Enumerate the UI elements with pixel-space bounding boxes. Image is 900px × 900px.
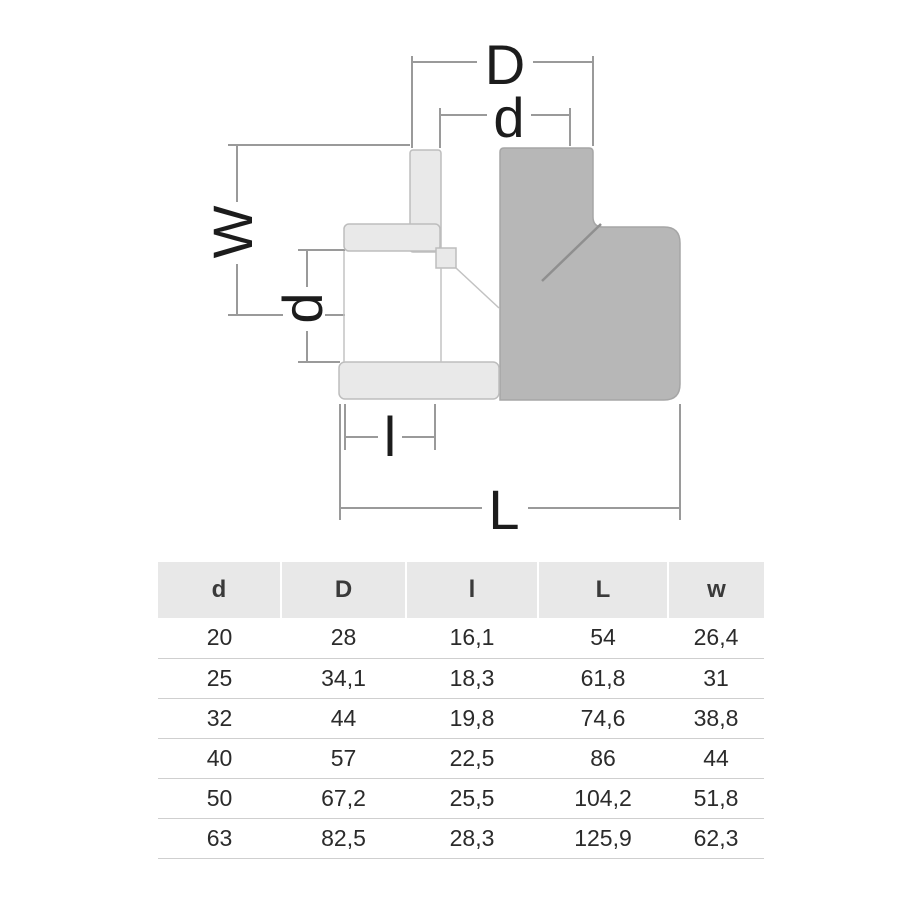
left-socket-bottom-wall — [338, 361, 500, 400]
cell-D: 34,1 — [281, 658, 406, 699]
cell-l: 28,3 — [406, 818, 538, 859]
col-header-d: d — [158, 562, 281, 618]
cell-l: 16,1 — [406, 618, 538, 659]
fitting-diagram: D d W d l L — [201, 33, 681, 541]
col-header-D: D — [280, 562, 406, 618]
cell-L: 61,8 — [538, 658, 668, 699]
cell-D: 57 — [281, 738, 406, 779]
dim-label-inner-diameter-top: d — [493, 86, 524, 149]
table-row: 25 34,1 18,3 61,8 31 — [158, 658, 764, 699]
cell-l: 19,8 — [406, 698, 538, 739]
col-header-l: l — [405, 562, 538, 618]
table-row: 40 57 22,5 86 44 — [158, 738, 764, 779]
table-header-row: d D l L w — [158, 562, 764, 618]
fitting-body — [499, 147, 681, 401]
table-header: d D l L w — [158, 562, 764, 618]
cell-w: 31 — [668, 658, 764, 699]
table-row: 63 82,5 28,3 125,9 62,3 — [158, 818, 764, 859]
label-bg-D — [477, 34, 533, 88]
dim-label-outer-diameter: D — [485, 33, 525, 96]
dim-label-width: W — [201, 205, 264, 258]
col-header-L: L — [537, 562, 668, 618]
dim-label-overall-length: L — [488, 478, 519, 541]
label-bg-d-top — [487, 92, 531, 140]
dim-label-inner-diameter-left: d — [271, 292, 334, 323]
cell-L: 125,9 — [538, 818, 668, 859]
socket-corner-block — [435, 247, 457, 269]
table-row: 20 28 16,1 54 26,4 — [158, 618, 764, 659]
fitting-body-group — [338, 147, 681, 401]
cell-D: 82,5 — [281, 818, 406, 859]
cell-L: 74,6 — [538, 698, 668, 739]
cell-L: 86 — [538, 738, 668, 779]
cell-w: 26,4 — [668, 618, 764, 659]
left-socket-top-wall — [343, 223, 441, 252]
table-row: 50 67,2 25,5 104,2 51,8 — [158, 778, 764, 819]
dim-label-insertion-depth: l — [384, 405, 396, 468]
cell-D: 44 — [281, 698, 406, 739]
cell-L: 104,2 — [538, 778, 668, 819]
label-bg-L — [482, 480, 528, 534]
dimensions-table: d D l L w 20 28 16,1 54 26,4 25 34,1 18,… — [158, 562, 764, 859]
cell-l: 22,5 — [406, 738, 538, 779]
label-bg-d-left — [283, 287, 325, 331]
col-header-w: w — [667, 562, 764, 618]
body-fillet-edge — [541, 223, 602, 282]
cell-d: 25 — [158, 658, 281, 699]
table-body: 20 28 16,1 54 26,4 25 34,1 18,3 61,8 31 … — [158, 618, 764, 859]
cell-w: 62,3 — [668, 818, 764, 859]
cell-d: 40 — [158, 738, 281, 779]
cell-w: 38,8 — [668, 698, 764, 739]
cell-w: 44 — [668, 738, 764, 779]
cell-d: 32 — [158, 698, 281, 739]
table-row: 32 44 19,8 74,6 38,8 — [158, 698, 764, 739]
cell-l: 18,3 — [406, 658, 538, 699]
cell-d: 63 — [158, 818, 281, 859]
cell-d: 20 — [158, 618, 281, 659]
cell-D: 67,2 — [281, 778, 406, 819]
bore-taper-edge — [455, 267, 500, 309]
cell-D: 28 — [281, 618, 406, 659]
cell-L: 54 — [538, 618, 668, 659]
cell-w: 51,8 — [668, 778, 764, 819]
cell-d: 50 — [158, 778, 281, 819]
cell-l: 25,5 — [406, 778, 538, 819]
label-bg-W — [210, 202, 258, 264]
dimension-labels: D d W d l L — [201, 33, 533, 541]
label-bg-l — [378, 412, 402, 460]
